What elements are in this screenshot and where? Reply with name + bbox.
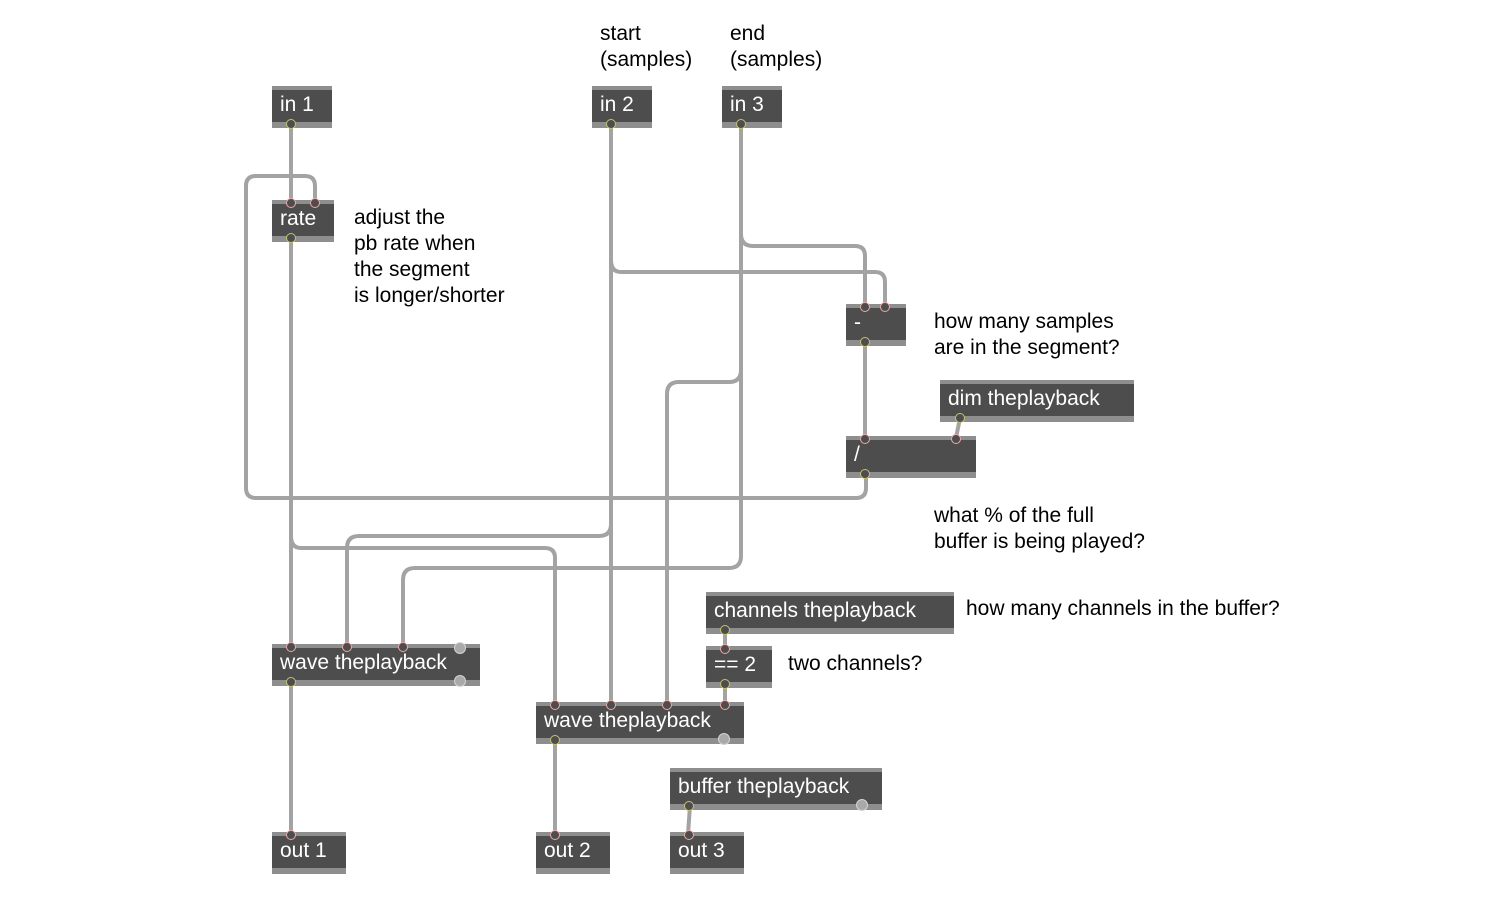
inlet-port[interactable] bbox=[310, 198, 320, 208]
cord-in2-wave1[interactable] bbox=[345, 122, 613, 648]
object-minus[interactable]: - bbox=[846, 302, 906, 347]
cord-in3-minus[interactable] bbox=[739, 122, 867, 308]
object-in-2[interactable]: in 2 bbox=[592, 86, 652, 129]
outlet-port[interactable] bbox=[720, 625, 730, 635]
object-dim[interactable]: dim theplayback bbox=[940, 380, 1134, 423]
object-label: wave theplayback bbox=[280, 651, 447, 674]
object-divide[interactable]: / bbox=[846, 434, 976, 479]
outlet-port[interactable] bbox=[860, 337, 870, 347]
inlet-port[interactable] bbox=[286, 830, 296, 840]
inlet-port[interactable] bbox=[286, 198, 296, 208]
cord-in2-minus[interactable] bbox=[609, 122, 887, 308]
outlet-port[interactable] bbox=[286, 119, 296, 129]
inlet-port[interactable] bbox=[454, 642, 466, 654]
inlet-port[interactable] bbox=[720, 644, 730, 654]
object-label: out 2 bbox=[544, 839, 591, 862]
comment-segment: how many samples are in the segment? bbox=[934, 310, 1120, 359]
object-out-3[interactable]: out 3 bbox=[670, 830, 744, 874]
inlet-port[interactable] bbox=[550, 830, 560, 840]
object-buffer[interactable]: buffer theplayback bbox=[670, 768, 882, 811]
object-label: in 2 bbox=[600, 93, 634, 116]
inlet-port[interactable] bbox=[286, 642, 296, 652]
inlet-port[interactable] bbox=[860, 434, 870, 444]
inlet-port[interactable] bbox=[720, 700, 730, 710]
outlet-port[interactable] bbox=[286, 233, 296, 243]
object-label: out 3 bbox=[678, 839, 725, 862]
comment-end-samples: end (samples) bbox=[730, 22, 823, 71]
object-label: out 1 bbox=[280, 839, 327, 862]
comment-channels: how many channels in the buffer? bbox=[966, 597, 1280, 620]
inlet-port[interactable] bbox=[398, 642, 408, 652]
cord-divide-rate[interactable] bbox=[244, 174, 868, 500]
cord-rate-wave2[interactable] bbox=[289, 236, 557, 706]
cord-in3-wave1[interactable] bbox=[401, 122, 743, 648]
object-channels[interactable]: channels theplayback bbox=[706, 592, 954, 635]
object-label: in 3 bbox=[730, 93, 764, 116]
object-label: wave theplayback bbox=[544, 709, 711, 732]
comment-two-channels: two channels? bbox=[788, 652, 923, 675]
outlet-port[interactable] bbox=[955, 413, 965, 423]
inlet-port[interactable] bbox=[550, 700, 560, 710]
object-label: - bbox=[854, 311, 861, 334]
comment-rate: adjust the pb rate when the segment is l… bbox=[354, 206, 505, 307]
outlet-port[interactable] bbox=[550, 735, 560, 745]
inlet-port[interactable] bbox=[880, 302, 890, 312]
inlet-port[interactable] bbox=[684, 830, 694, 840]
outlet-port[interactable] bbox=[286, 677, 296, 687]
object-label: dim theplayback bbox=[948, 387, 1100, 410]
outlet-port[interactable] bbox=[718, 733, 730, 745]
object-in-1[interactable]: in 1 bbox=[272, 86, 332, 129]
outlet-port[interactable] bbox=[684, 801, 694, 811]
inlet-port[interactable] bbox=[860, 302, 870, 312]
outlet-port[interactable] bbox=[454, 675, 466, 687]
object-label: rate bbox=[280, 207, 317, 230]
object-label: channels theplayback bbox=[714, 599, 916, 622]
object-wave-1[interactable]: wave theplayback bbox=[272, 642, 480, 687]
object-rate[interactable]: rate bbox=[272, 198, 334, 243]
object-out-2[interactable]: out 2 bbox=[536, 830, 610, 874]
inlet-port[interactable] bbox=[662, 700, 672, 710]
object-equals-2[interactable]: == 2 bbox=[706, 644, 772, 689]
comment-percent: what % of the full buffer is being playe… bbox=[934, 504, 1145, 553]
outlet-port[interactable] bbox=[720, 679, 730, 689]
object-label: == 2 bbox=[714, 653, 757, 676]
outlet-port[interactable] bbox=[856, 799, 868, 811]
object-label: in 1 bbox=[280, 93, 314, 116]
outlet-port[interactable] bbox=[736, 119, 746, 129]
object-label: / bbox=[854, 443, 860, 466]
comment-start-samples: start (samples) bbox=[600, 22, 693, 71]
outlet-port[interactable] bbox=[606, 119, 616, 129]
inlet-port[interactable] bbox=[606, 700, 616, 710]
object-out-1[interactable]: out 1 bbox=[272, 830, 346, 874]
inlet-port[interactable] bbox=[951, 434, 961, 444]
object-in-3[interactable]: in 3 bbox=[722, 86, 782, 129]
object-wave-2[interactable]: wave theplayback bbox=[536, 700, 744, 745]
outlet-port[interactable] bbox=[860, 469, 870, 479]
inlet-port[interactable] bbox=[342, 642, 352, 652]
object-label: buffer theplayback bbox=[678, 775, 850, 798]
